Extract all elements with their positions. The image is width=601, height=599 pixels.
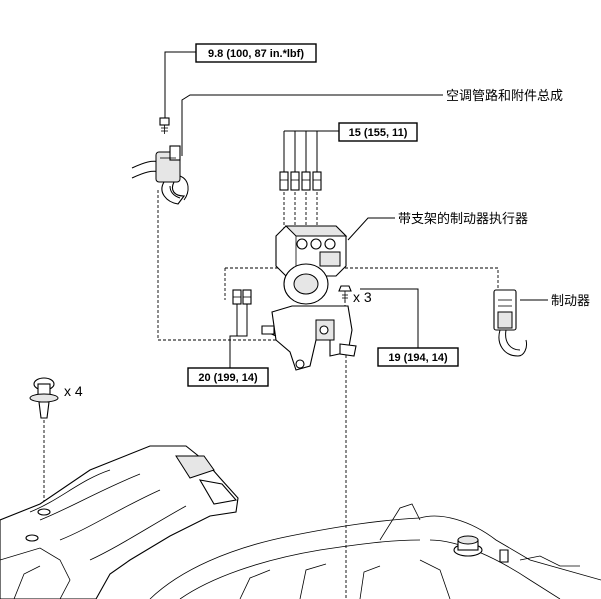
nut-icon (290, 171, 300, 191)
brake-actuator-with-bracket (261, 225, 357, 371)
bolt-icon (232, 289, 242, 305)
torque-spec-actuator-nuts: 15 (155, 11) (338, 122, 418, 142)
actuator-label: 带支架的制动器执行器 (398, 211, 528, 227)
leader-lines (164, 51, 548, 368)
brake-connector (493, 289, 527, 357)
ac-line-assembly (131, 117, 189, 205)
torque-spec-bracket-right: 19 (194, 14) (377, 347, 459, 367)
clip-icon (29, 377, 59, 419)
nut-icon (312, 171, 322, 191)
clip-quantity: x 4 (64, 383, 83, 399)
bolt-quantity: x 3 (353, 289, 372, 305)
assembly-guide-lines (43, 190, 499, 599)
bracket-bolts-left (232, 289, 252, 305)
torque-spec-ac-bolt: 9.8 (100, 87 in.*lbf) (195, 43, 317, 63)
bracket-bolt-right (338, 285, 352, 302)
torque-spec-bracket-left-text: 20 (199, 14) (198, 372, 258, 384)
vehicle-body-panel (0, 445, 601, 599)
actuator-nuts (279, 171, 322, 191)
ac-bolt-icon (159, 117, 170, 134)
brake-partial-label: 制动器 (551, 294, 590, 309)
torque-spec-bracket-left: 20 (199, 14) (187, 367, 269, 387)
ac-line-label: 空调管路和附件总成 (446, 88, 563, 104)
bolt-icon (242, 289, 252, 305)
torque-spec-bracket-right-text: 19 (194, 14) (388, 352, 448, 364)
bolt-icon (338, 285, 352, 302)
nut-icon (279, 171, 289, 191)
torque-spec-actuator-nuts-text: 15 (155, 11) (349, 127, 408, 139)
torque-spec-ac-bolt-text: 9.8 (100, 87 in.*lbf) (208, 48, 304, 60)
nut-icon (301, 171, 311, 191)
